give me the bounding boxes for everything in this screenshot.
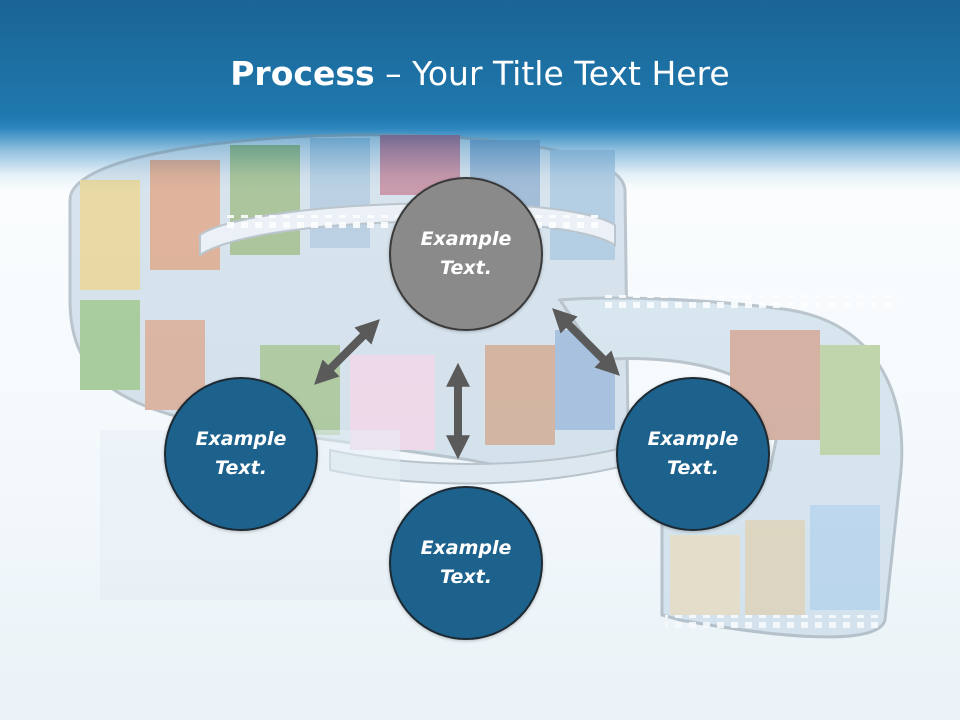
title-rest: – Your Title Text Here bbox=[374, 54, 730, 93]
process-node-left: Example Text. bbox=[164, 377, 318, 531]
arrow-top-left bbox=[314, 319, 380, 385]
node-left-text: Example Text. bbox=[195, 428, 287, 479]
slide-title: Process – Your Title Text Here bbox=[0, 52, 960, 96]
node-top-text: Example Text. bbox=[420, 228, 512, 279]
process-node-top: Example Text. bbox=[389, 177, 543, 331]
title-bold: Process bbox=[230, 54, 375, 93]
node-right-text: Example Text. bbox=[647, 428, 739, 479]
node-bottom-text: Example Text. bbox=[420, 537, 512, 588]
process-node-bottom: Example Text. bbox=[389, 486, 543, 640]
process-node-right: Example Text. bbox=[616, 377, 770, 531]
arrow-top-right bbox=[552, 308, 620, 376]
